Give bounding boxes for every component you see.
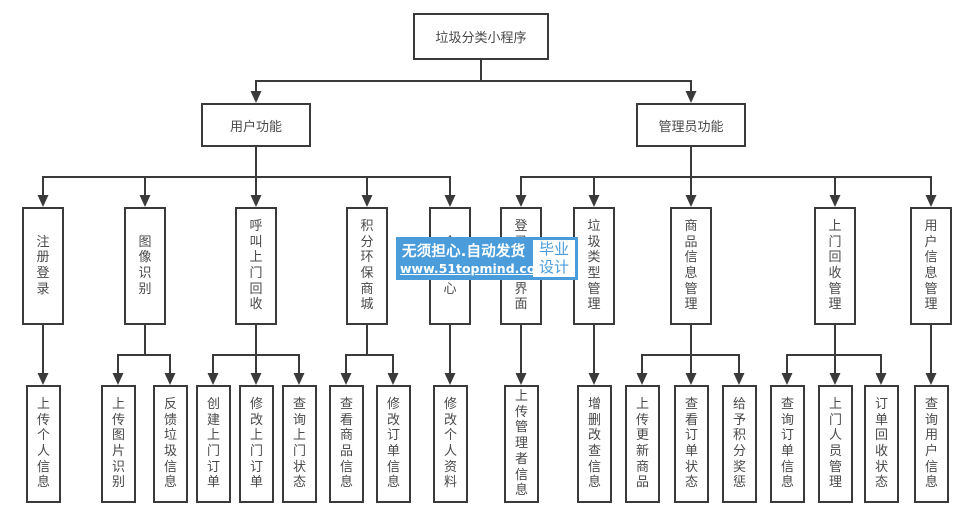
arrowhead-icon xyxy=(515,195,527,207)
watermark-badge: 毕业 设计 xyxy=(533,240,575,277)
arrowhead-icon xyxy=(37,373,49,385)
leaf-points-reward-penalty: 给予积分奖惩 xyxy=(722,385,757,503)
arrowhead-icon xyxy=(781,373,793,385)
module-points-mall: 积分环保商城 xyxy=(346,207,388,325)
arrowhead-icon xyxy=(112,373,124,385)
leaf-modify-order-info: 修改订单信息 xyxy=(376,385,411,503)
leaf-label: 创建上门订单 xyxy=(206,396,220,491)
root-node: 垃圾分类小程序 xyxy=(413,13,549,60)
leaf-label: 给予积分奖惩 xyxy=(732,396,746,491)
root-label: 垃圾分类小程序 xyxy=(435,31,527,46)
leaf-view-products: 查看商品信息 xyxy=(329,385,364,503)
leaf-label: 查询用户信息 xyxy=(924,396,938,491)
leaf-query-order-info: 查询订单信息 xyxy=(770,385,805,503)
arrowhead-icon xyxy=(588,195,600,207)
watermark-badge-line1: 毕业 xyxy=(538,240,569,258)
arrowhead-icon xyxy=(207,373,219,385)
module-label: 上门回收管理 xyxy=(828,218,842,313)
arrowhead-icon xyxy=(685,195,697,207)
leaf-label: 上传图片识别 xyxy=(111,396,125,491)
leaf-modify-pickup-order: 修改上门订单 xyxy=(239,385,274,503)
module-label: 用户信息管理 xyxy=(924,218,938,313)
leaf-label: 修改订单信息 xyxy=(386,396,400,491)
watermark-slogan: 无须担心.自动发货 xyxy=(402,244,526,260)
leaf-create-pickup-order: 创建上门订单 xyxy=(196,385,231,503)
arrowhead-icon xyxy=(340,373,352,385)
watermark-link[interactable]: www.51topmind.com xyxy=(400,261,549,276)
leaf-label: 查询上门状态 xyxy=(292,396,306,491)
arrowhead-icon xyxy=(37,195,49,207)
arrowhead-icon xyxy=(164,373,176,385)
leaf-view-order-status: 查看订单状态 xyxy=(674,385,709,503)
arrowhead-icon xyxy=(685,91,697,103)
module-label: 垃圾类型管理 xyxy=(587,218,601,313)
leaf-label: 上门人员管理 xyxy=(828,396,842,491)
leaf-label: 修改个人资料 xyxy=(443,396,457,491)
arrowhead-icon xyxy=(250,195,262,207)
arrowhead-icon xyxy=(387,373,399,385)
arrowhead-icon xyxy=(515,373,527,385)
leaf-label: 上传管理者信息 xyxy=(514,389,528,499)
module-call-pickup: 呼叫上门回收 xyxy=(235,207,277,325)
arrowhead-icon xyxy=(875,373,887,385)
arrowhead-icon xyxy=(636,373,648,385)
leaf-label: 增删改查信息 xyxy=(587,396,601,491)
leaf-upload-personal-info: 上传个人信息 xyxy=(26,385,61,503)
arrowhead-icon xyxy=(250,373,262,385)
branch-admin-functions: 管理员功能 xyxy=(636,103,746,147)
branch-label: 管理员功能 xyxy=(658,119,724,135)
module-waste-type-management: 垃圾类型管理 xyxy=(573,207,615,325)
leaf-label: 上传个人信息 xyxy=(36,396,50,491)
module-label: 注册登录 xyxy=(36,234,50,297)
arrowhead-icon xyxy=(925,373,937,385)
leaf-label: 反馈垃圾信息 xyxy=(163,396,177,491)
leaf-query-user-info: 查询用户信息 xyxy=(914,385,949,503)
arrowhead-icon xyxy=(733,373,745,385)
arrowhead-icon xyxy=(925,195,937,207)
arrowhead-icon xyxy=(829,373,841,385)
leaf-modify-profile: 修改个人资料 xyxy=(433,385,468,503)
leaf-upload-update-products: 上传更新商品 xyxy=(625,385,660,503)
arrowhead-icon xyxy=(444,373,456,385)
module-product-management: 商品信息管理 xyxy=(670,207,712,325)
arrowhead-icon xyxy=(250,91,262,103)
branch-user-functions: 用户功能 xyxy=(201,103,311,147)
module-label: 商品信息管理 xyxy=(684,218,698,313)
leaf-label: 查看商品信息 xyxy=(339,396,353,491)
module-register-login: 注册登录 xyxy=(22,207,64,325)
module-label: 积分环保商城 xyxy=(360,218,374,313)
leaf-label: 查看订单状态 xyxy=(684,396,698,491)
leaf-label: 订单回收状态 xyxy=(874,396,888,491)
watermark-badge-line2: 设计 xyxy=(538,258,569,276)
leaf-query-pickup-status: 查询上门状态 xyxy=(282,385,317,503)
leaf-upload-image: 上传图片识别 xyxy=(101,385,136,503)
leaf-order-recycling-status: 订单回收状态 xyxy=(864,385,899,503)
module-label: 图像识别 xyxy=(138,234,152,297)
module-image-recognition: 图像识别 xyxy=(124,207,166,325)
watermark-banner: 无须担心.自动发货 www.51topmind.com 毕业 设计 xyxy=(396,237,578,280)
arrowhead-icon xyxy=(588,373,600,385)
leaf-label: 修改上门订单 xyxy=(249,396,263,491)
leaf-crud-info: 增删改查信息 xyxy=(577,385,612,503)
arrowhead-icon xyxy=(139,195,151,207)
branch-label: 用户功能 xyxy=(229,119,282,135)
leaf-upload-admin-info: 上传管理者信息 xyxy=(504,385,539,503)
arrowhead-icon xyxy=(444,195,456,207)
module-user-info-management: 用户信息管理 xyxy=(910,207,952,325)
leaf-label: 上传更新商品 xyxy=(635,396,649,491)
arrowhead-icon xyxy=(685,373,697,385)
module-pickup-management: 上门回收管理 xyxy=(814,207,856,325)
arrowhead-icon xyxy=(829,195,841,207)
leaf-pickup-staff-management: 上门人员管理 xyxy=(818,385,853,503)
leaf-label: 查询订单信息 xyxy=(780,396,794,491)
leaf-feedback-waste-info: 反馈垃圾信息 xyxy=(153,385,188,503)
arrowhead-icon xyxy=(293,373,305,385)
module-label: 呼叫上门回收 xyxy=(249,218,263,313)
arrowhead-icon xyxy=(361,195,373,207)
